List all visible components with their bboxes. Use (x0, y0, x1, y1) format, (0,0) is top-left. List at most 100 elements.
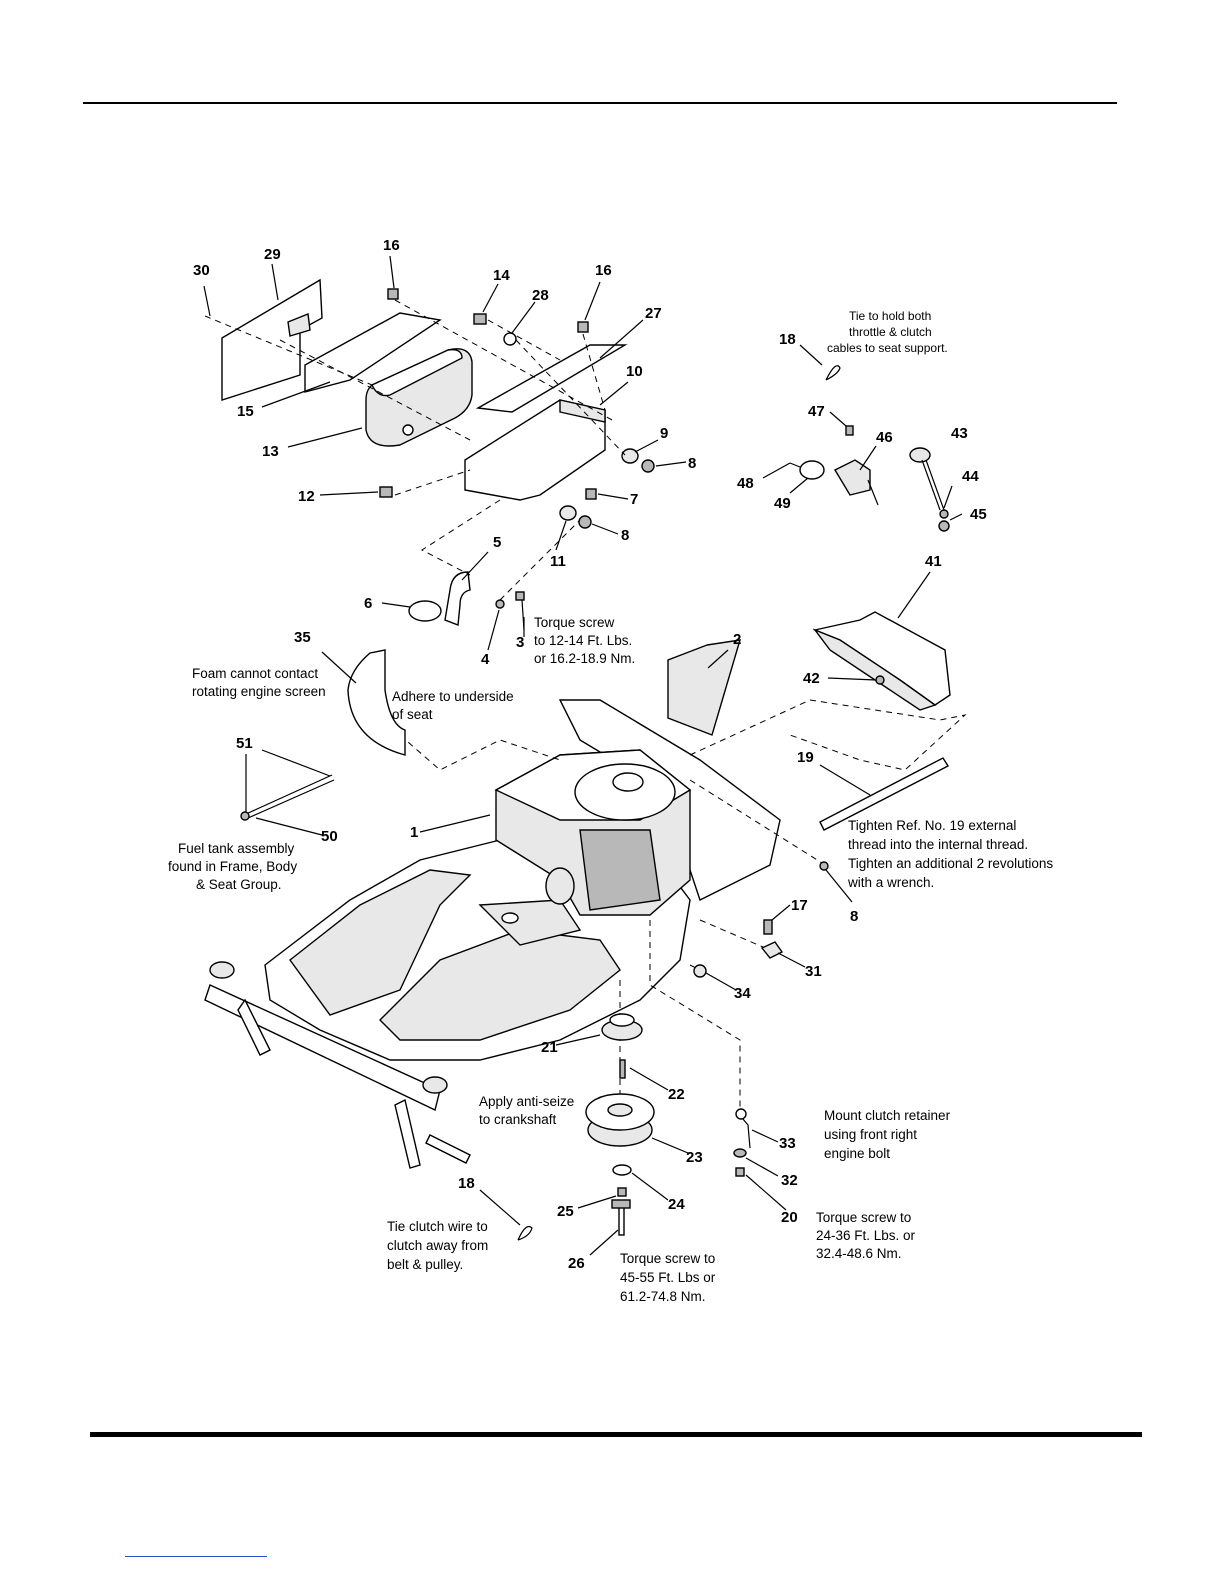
note-line: Foam cannot contact (192, 666, 318, 681)
callout-7: 7 (630, 491, 638, 508)
callout-23: 23 (686, 1149, 703, 1166)
callout-14: 14 (493, 267, 510, 284)
callout-4: 4 (481, 651, 490, 668)
callout-25: 25 (557, 1203, 574, 1220)
pulley-21 (601, 1013, 643, 1041)
callout-50: 50 (321, 828, 338, 845)
note-line: 45-55 Ft. Lbs or (620, 1270, 716, 1285)
foam-strip-35 (347, 649, 406, 756)
assembly-lines-muffler (204, 299, 626, 601)
note-line: to 12-14 Ft. Lbs. (534, 633, 632, 648)
note-tie-seat-support: Tie to hold both throttle & clutch cable… (827, 309, 948, 355)
callout-35: 35 (294, 629, 311, 646)
callout-8-c: 8 (850, 908, 858, 925)
note-anti-seize: Apply anti-seize to crankshaft (479, 1094, 574, 1127)
callout-33: 33 (779, 1135, 796, 1152)
note-line: Tighten Ref. No. 19 external (848, 818, 1016, 833)
note-line: 32.4-48.6 Nm. (816, 1246, 902, 1261)
note-line: Mount clutch retainer (824, 1108, 951, 1123)
note-line: Torque screw to (816, 1210, 911, 1225)
callout-51: 51 (236, 735, 253, 752)
callout-16: 16 (383, 237, 400, 254)
callout-6: 6 (364, 595, 372, 612)
callout-20: 20 (781, 1209, 798, 1226)
front-axle (204, 961, 471, 1169)
mower-frame (264, 699, 781, 1061)
callout-9: 9 (660, 425, 668, 442)
fuel-line-rod-51 (240, 774, 335, 821)
note-line: cables to seat support. (827, 341, 948, 355)
callout-45: 45 (970, 506, 987, 523)
callout-5: 5 (493, 534, 501, 551)
callout-22: 22 (668, 1086, 685, 1103)
footer-link-underline[interactable] (125, 1556, 267, 1557)
note-line: with a wrench. (847, 875, 934, 890)
callout-18-b: 18 (458, 1175, 475, 1192)
callout-46: 46 (876, 429, 893, 446)
electric-clutch-23 (585, 1093, 655, 1147)
note-clutch-retainer: Mount clutch retainer using front right … (824, 1108, 951, 1161)
note-line: thread into the internal thread. (848, 837, 1028, 852)
note-line: or 16.2-18.9 Nm. (534, 651, 635, 666)
note-line: Torque screw to (620, 1251, 715, 1266)
muffler-bracket-10 (464, 399, 606, 501)
callout-13: 13 (262, 443, 279, 460)
callout-34: 34 (734, 985, 751, 1002)
engine-1 (494, 749, 692, 916)
note-line: Tighten an additional 2 revolutions (848, 856, 1053, 871)
note-torque-ref-20: Torque screw to 24-36 Ft. Lbs. or 32.4-4… (816, 1210, 916, 1261)
rod-19 (819, 757, 949, 831)
note-torque-ref-26: Torque screw to 45-55 Ft. Lbs or 61.2-74… (620, 1251, 716, 1304)
callout-44: 44 (962, 468, 979, 485)
callout-47: 47 (808, 403, 825, 420)
callout-18: 18 (779, 331, 796, 348)
callout-16-b: 16 (595, 262, 612, 279)
muffler-cover-27 (475, 344, 628, 413)
callout-26: 26 (568, 1255, 585, 1272)
note-adhere: Adhere to underside of seat (392, 689, 514, 722)
muffler-13 (365, 348, 473, 447)
callout-2: 2 (733, 631, 741, 648)
note-line: 61.2-74.8 Nm. (620, 1289, 706, 1304)
note-line: of seat (392, 707, 433, 722)
callout-21: 21 (541, 1039, 558, 1056)
note-line: using front right (824, 1127, 917, 1142)
callout-32: 32 (781, 1172, 798, 1189)
callout-15: 15 (237, 403, 254, 420)
note-tighten-19: Tighten Ref. No. 19 external thread into… (847, 818, 1053, 890)
muffler-bracket-plate (304, 312, 442, 393)
tie-strap-18 (825, 365, 841, 381)
note-line: belt & pulley. (387, 1257, 463, 1272)
key-22 (619, 1059, 626, 1079)
tie-strap-18-lower (517, 1225, 533, 1241)
callout-49: 49 (774, 495, 791, 512)
note-line: found in Frame, Body (168, 859, 297, 874)
callout-1: 1 (410, 824, 418, 841)
note-line: Adhere to underside (392, 689, 514, 704)
callout-27: 27 (645, 305, 662, 322)
callout-41: 41 (925, 553, 942, 570)
engine-cover-41 (812, 611, 951, 711)
callout-numbers: 30 29 16 14 28 16 27 10 15 13 9 8 7 12 1… (193, 237, 987, 1272)
leader-lines (203, 255, 963, 1256)
callout-8-b: 8 (621, 527, 629, 544)
note-line: engine bolt (824, 1146, 890, 1161)
callout-3: 3 (516, 634, 524, 651)
callout-11: 11 (550, 553, 566, 570)
note-line: Fuel tank assembly (178, 841, 295, 856)
note-torque-ref-3: Torque screw to 12-14 Ft. Lbs. or 16.2-1… (523, 615, 635, 666)
dipstick-43 (909, 447, 950, 532)
callout-12: 12 (298, 488, 315, 505)
callout-42: 42 (803, 670, 820, 687)
note-line: & Seat Group. (196, 877, 282, 892)
clutch-retainer-33 (733, 1108, 751, 1177)
note-line: Tie to hold both (849, 309, 931, 323)
note-foam: Foam cannot contact rotating engine scre… (192, 666, 326, 699)
note-line: rotating engine screen (192, 684, 326, 699)
small-hardware-muffler (379, 288, 655, 529)
callout-8: 8 (688, 455, 696, 472)
callout-29: 29 (264, 246, 281, 263)
footer-rule (90, 1432, 1142, 1437)
heat-shield-29 (221, 278, 323, 401)
